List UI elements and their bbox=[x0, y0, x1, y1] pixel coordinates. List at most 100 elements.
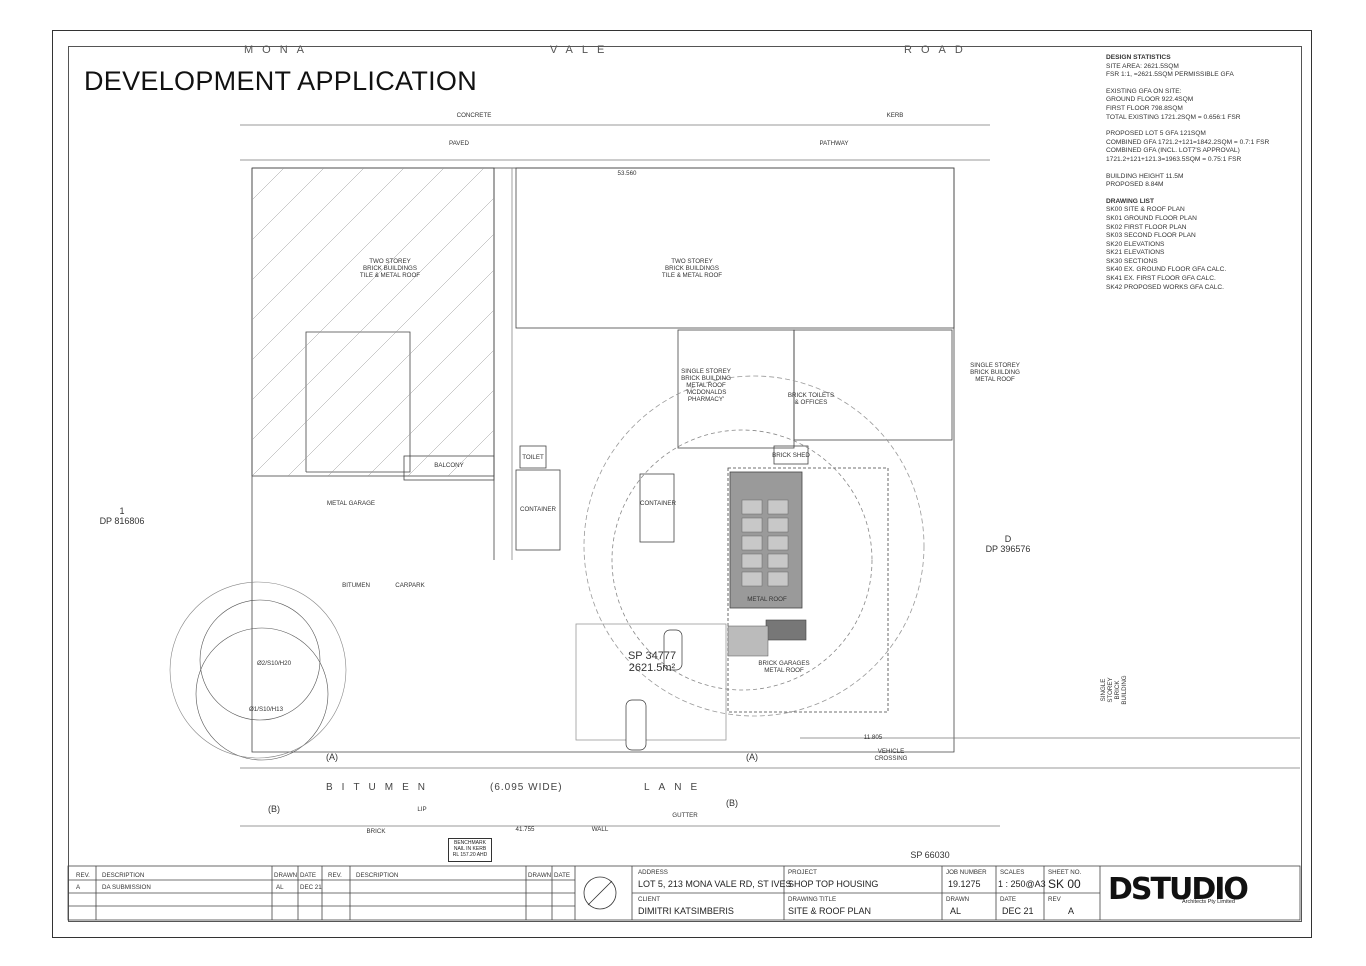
label-container-1: CONTAINER bbox=[520, 506, 556, 513]
label-two-storey-mid: TWO STOREY BRICK BUILDINGS TILE & METAL … bbox=[661, 258, 723, 279]
drawing-list-item: SK00 SITE & ROOF PLAN bbox=[1106, 206, 1185, 214]
total-existing: TOTAL EXISTING 1721.2SQM = 0.656:1 FSR bbox=[1106, 113, 1241, 121]
tb-rev-header-2: REV. bbox=[328, 872, 342, 879]
label-paved: PAVED bbox=[448, 140, 470, 147]
existing-heading: EXISTING GFA ON SITE: bbox=[1106, 87, 1182, 95]
road-name-1: MONA bbox=[244, 44, 313, 56]
label-vehicle-crossing: VEHICLE CROSSING bbox=[874, 748, 908, 762]
label-balcony: BALCONY bbox=[434, 462, 464, 469]
drawing-list-item: SK03 SECOND FLOOR PLAN bbox=[1106, 232, 1196, 240]
north-arrow-icon bbox=[583, 876, 617, 910]
tb-client-label: CLIENT bbox=[638, 896, 661, 903]
site-boundary bbox=[251, 167, 955, 753]
tb-drawn-header-2: DRAWN bbox=[528, 872, 552, 879]
tb-rev-a-desc: DA SUBMISSION bbox=[102, 884, 151, 891]
combined-gfa: COMBINED GFA 1721.2+121=1842.2SQM = 0.7:… bbox=[1106, 138, 1270, 146]
ground-floor: GROUND FLOOR 922.4SQM bbox=[1106, 96, 1194, 104]
label-brick-shed: BRICK SHED bbox=[772, 452, 810, 459]
fsr: FSR 1:1, =2621.5SQM PERMISSIBLE GFA bbox=[1106, 71, 1234, 79]
tb-drawn-label: DRAWN bbox=[946, 896, 970, 903]
building-height: BUILDING HEIGHT 11.5M bbox=[1106, 172, 1184, 180]
container-2 bbox=[639, 473, 675, 543]
mid-building bbox=[515, 167, 955, 329]
drawing-list-heading: DRAWING LIST bbox=[1106, 197, 1154, 205]
tb-date-label: DATE bbox=[1000, 896, 1017, 903]
drawing-frame bbox=[68, 46, 1302, 922]
drawing-list-item: SK41 EX. FIRST FLOOR GFA CALC. bbox=[1106, 275, 1216, 283]
building-hatching bbox=[251, 167, 495, 477]
label-tree-2: Ø1/S10/H13 bbox=[248, 706, 284, 713]
tb-job: 19.1275 bbox=[948, 879, 981, 889]
lane-word: LANE bbox=[644, 782, 707, 793]
tb-drawn-header: DRAWN bbox=[274, 872, 298, 879]
label-sp-bottom: SP 66030 bbox=[910, 850, 950, 860]
tb-date-header: DATE bbox=[300, 872, 317, 879]
label-lip: LIP bbox=[417, 806, 427, 813]
container-1 bbox=[515, 469, 561, 551]
metal-roof-area bbox=[729, 471, 803, 609]
road-name-2: VALE bbox=[550, 44, 614, 56]
drawing-list-item: SK01 GROUND FLOOR PLAN bbox=[1106, 214, 1197, 222]
tb-rev-a: A bbox=[76, 884, 81, 891]
label-bitumen: BITUMEN bbox=[342, 582, 370, 589]
drawing-list-item: SK02 FIRST FLOOR PLAN bbox=[1106, 223, 1187, 231]
label-two-storey-left: TWO STOREY BRICK BUILDINGS TILE & METAL … bbox=[359, 258, 421, 279]
stats-heading: DESIGN STATISTICS bbox=[1106, 54, 1171, 61]
tb-drawing-title: SITE & ROOF PLAN bbox=[788, 906, 872, 916]
tb-rev-label: REV bbox=[1048, 896, 1061, 903]
label-tree-1: Ø2/S10/H20 bbox=[256, 660, 292, 667]
cars bbox=[625, 629, 683, 751]
label-metal-garage: METAL GARAGE bbox=[326, 500, 376, 507]
label-brick: BRICK bbox=[366, 828, 386, 835]
label-pharmacy: SINGLE STOREY BRICK BUILDING METAL ROOF … bbox=[681, 368, 731, 403]
tb-drawn: AL bbox=[950, 906, 962, 916]
label-concrete: CONCRETE bbox=[456, 112, 492, 119]
drawing-list-item: SK21 ELEVATIONS bbox=[1106, 249, 1165, 257]
page-title: DEVELOPMENT APPLICATION bbox=[84, 66, 478, 96]
tb-address: LOT 5, 213 MONA VALE RD, ST IVES bbox=[638, 879, 792, 889]
label-pathway: PATHWAY bbox=[819, 140, 849, 147]
proposed-lot5: PROPOSED LOT 5 GFA 121SQM bbox=[1106, 130, 1206, 138]
design-statistics: DESIGN STATISTICS SITE AREA: 2621.5SQM F… bbox=[1106, 54, 1296, 292]
drawing-sheet-border bbox=[52, 30, 1312, 938]
tb-client: DIMITRI KATSIMBERIS bbox=[638, 906, 734, 916]
section-marker-a-right: (A) bbox=[746, 752, 758, 762]
label-kerb: KERB bbox=[886, 112, 904, 119]
toilets-building bbox=[793, 329, 953, 441]
label-carpark: CARPARK bbox=[395, 582, 425, 589]
left-building bbox=[251, 167, 495, 477]
tb-desc-header: DESCRIPTION bbox=[102, 872, 145, 879]
label-single-storey-right: SINGLE STOREY BRICK BUILDING METAL ROOF bbox=[970, 362, 1020, 383]
trees bbox=[169, 581, 347, 761]
tb-rev-a-drawn: AL bbox=[276, 884, 284, 891]
lane-bitumen: BITUMEN bbox=[326, 782, 434, 793]
label-single-storey-far-right: SINGLE STOREY BRICK BUILDING bbox=[1100, 675, 1128, 705]
label-brick-garages: BRICK GARAGES METAL ROOF bbox=[758, 660, 810, 674]
first-floor: FIRST FLOOR 798.8SQM bbox=[1106, 104, 1183, 112]
label-toilet: TOILET bbox=[522, 454, 544, 461]
tb-sheet: SK 00 bbox=[1048, 877, 1081, 891]
tb-project: SHOP TOP HOUSING bbox=[788, 879, 879, 889]
section-marker-b-left: (B) bbox=[268, 804, 280, 814]
lane-width: (6.095 WIDE) bbox=[490, 782, 563, 793]
dimension-lane: 41.755 bbox=[515, 826, 535, 833]
drawing-list-item: SK30 SECTIONS bbox=[1106, 257, 1158, 265]
tb-desc-header-2: DESCRIPTION bbox=[356, 872, 399, 879]
label-wall: WALL bbox=[591, 826, 609, 833]
label-strata-plan: SP 34777 2621.5m² bbox=[627, 650, 677, 674]
tb-rev-header: REV. bbox=[76, 872, 90, 879]
benchmark-box: BENCHMARK NAIL IN KERB RL 157.20 AHD bbox=[448, 838, 492, 862]
tb-rev-a-date: DEC 21 bbox=[300, 884, 322, 891]
label-metal-roof: METAL ROOF bbox=[747, 596, 787, 603]
label-lot-right: D DP 396576 bbox=[985, 534, 1031, 554]
tb-scales: 1 : 250@A3 bbox=[998, 879, 1046, 889]
tb-address-label: ADDRESS bbox=[638, 869, 668, 876]
dstudio-logo: DSTUDIO bbox=[1108, 872, 1249, 907]
dstudio-logo-sub: Architects Pty Limited bbox=[1182, 899, 1235, 905]
drawing-list-item: SK42 PROPOSED WORKS GFA CALC. bbox=[1106, 283, 1224, 291]
combined-incl: COMBINED GFA (INCL. LOT7'S APPROVAL) bbox=[1106, 147, 1240, 155]
tb-job-label: JOB NUMBER bbox=[946, 869, 987, 876]
tb-date: DEC 21 bbox=[1002, 906, 1034, 916]
dimension-right: 11.805 bbox=[863, 734, 883, 741]
label-container-2: CONTAINER bbox=[640, 500, 676, 507]
